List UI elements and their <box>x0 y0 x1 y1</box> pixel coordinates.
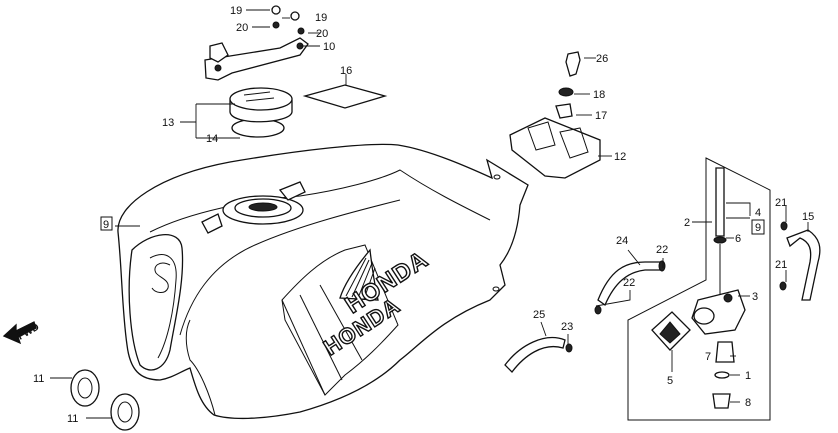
caution-decal <box>302 84 388 109</box>
label-2: 2 <box>684 217 690 229</box>
forward-direction-arrow <box>2 321 37 345</box>
label-23: 23 <box>561 321 573 333</box>
label-18: 18 <box>593 89 605 101</box>
label-17: 17 <box>595 110 607 122</box>
label-6: 6 <box>735 233 741 245</box>
tank-mount-bracket <box>204 5 309 81</box>
label-14: 14 <box>206 133 218 145</box>
label-20-left: 20 <box>236 22 248 34</box>
label-9-tank: 9 <box>103 219 109 231</box>
label-11-lower: 11 <box>67 413 78 425</box>
fuel-hoses <box>504 221 821 373</box>
label-15: 15 <box>802 211 814 223</box>
label-25: 25 <box>533 309 545 321</box>
box-9-valve <box>751 219 765 235</box>
part-labels: 19 19 20 20 10 16 13 14 9 26 18 17 12 2 … <box>33 5 814 425</box>
label-21-upper: 21 <box>775 197 787 209</box>
leader-lines <box>50 9 809 419</box>
label-13: 13 <box>162 117 174 129</box>
label-11-upper: 11 <box>33 373 44 385</box>
label-20-right: 20 <box>316 28 328 40</box>
box-9-tank <box>100 216 113 231</box>
rear-mount-set <box>509 51 601 179</box>
label-26: 26 <box>596 53 608 65</box>
label-5: 5 <box>667 375 673 387</box>
fwd-label: FWD <box>16 322 41 343</box>
label-12: 12 <box>614 151 626 163</box>
label-24: 24 <box>616 235 628 247</box>
label-19-left: 19 <box>230 5 242 17</box>
label-3: 3 <box>752 291 758 303</box>
tank-cushions <box>70 369 140 431</box>
label-1: 1 <box>745 370 751 382</box>
fuel-tank <box>117 143 529 420</box>
label-16: 16 <box>340 65 352 77</box>
label-10: 10 <box>323 41 335 53</box>
label-8: 8 <box>745 397 751 409</box>
label-21-lower: 21 <box>775 259 787 271</box>
fuel-valve-assembly <box>627 157 771 421</box>
fuel-cap <box>229 87 293 138</box>
label-4: 4 <box>755 207 761 219</box>
label-9-valve: 9 <box>755 222 761 234</box>
label-22-lower: 22 <box>623 277 635 289</box>
label-19-right: 19 <box>315 12 327 24</box>
label-22-upper: 22 <box>656 244 668 256</box>
label-7: 7 <box>705 351 711 363</box>
